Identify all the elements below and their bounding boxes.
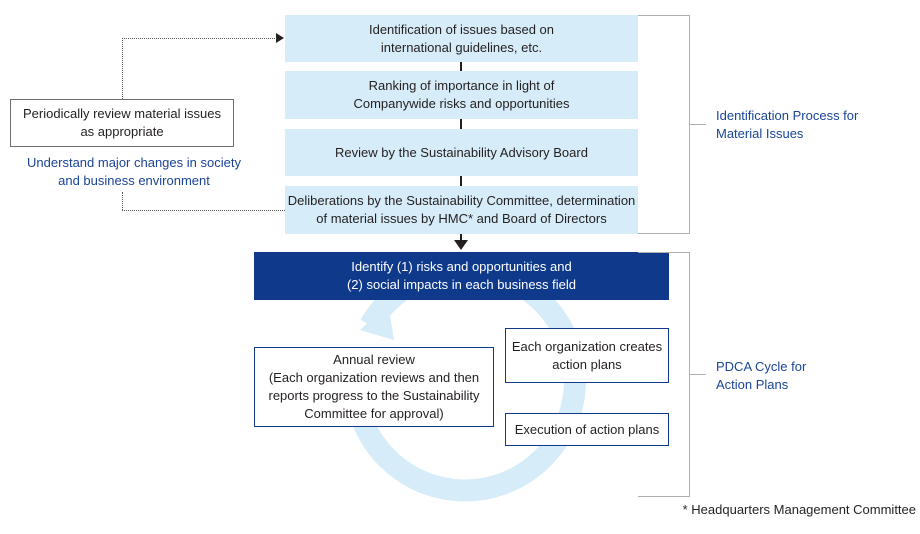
step-deliberations: Deliberations by the Sustainability Comm… (285, 186, 638, 234)
step-identification-text: Identification of issues based on intern… (368, 21, 554, 55)
step-review-text: Review by the Sustainability Advisory Bo… (335, 144, 588, 160)
pdca-label: PDCA Cycle for Action Plans (716, 359, 807, 392)
identify-risks-text: Identify (1) risks and opportunities and… (346, 259, 577, 292)
connector-2 (460, 119, 462, 129)
down-arrow-head (454, 240, 468, 250)
step-identification: Identification of issues based on intern… (285, 15, 638, 62)
cycle-arrow-head (360, 303, 394, 340)
step-ranking: Ranking of importance in light of Compan… (285, 71, 638, 119)
footnote: * Headquarters Management Committee (682, 502, 916, 517)
annual-review-box: Annual review (Each organization reviews… (254, 347, 494, 427)
identify-risks-box: Identify (1) risks and opportunities and… (254, 252, 669, 300)
connector-3 (460, 176, 462, 186)
create-plans-box: Each organization creates action plans (505, 328, 669, 383)
understand-changes-text: Understand major changes in society and … (27, 155, 241, 188)
execution-box: Execution of action plans (505, 413, 669, 446)
step-review: Review by the Sustainability Advisory Bo… (285, 129, 638, 176)
periodic-review-box: Periodically review material issues as a… (10, 99, 234, 147)
periodic-review-text: Periodically review material issues as a… (23, 106, 221, 139)
feedback-line-upper-horizontal (122, 38, 277, 39)
identification-bracket (638, 15, 690, 234)
feedback-arrow-head (276, 33, 284, 43)
annual-review-text: Annual review (Each organization reviews… (268, 352, 480, 421)
feedback-line-upper-vertical (122, 38, 123, 99)
step-deliberations-text: Deliberations by the Sustainability Comm… (287, 193, 636, 226)
connector-1 (460, 62, 462, 71)
connector-4 (460, 234, 462, 241)
execution-text: Execution of action plans (514, 421, 660, 437)
identification-process-label: Identification Process for Material Issu… (716, 108, 859, 141)
pdca-bracket-tick (690, 374, 706, 375)
pdca-bracket (638, 252, 690, 497)
create-plans-text: Each organization creates action plans (511, 338, 663, 372)
identification-bracket-tick (690, 124, 706, 125)
step-ranking-text: Ranking of importance in light of Compan… (353, 78, 570, 111)
feedback-line-lower-horizontal (122, 210, 285, 211)
feedback-line-lower-vertical (122, 192, 123, 210)
